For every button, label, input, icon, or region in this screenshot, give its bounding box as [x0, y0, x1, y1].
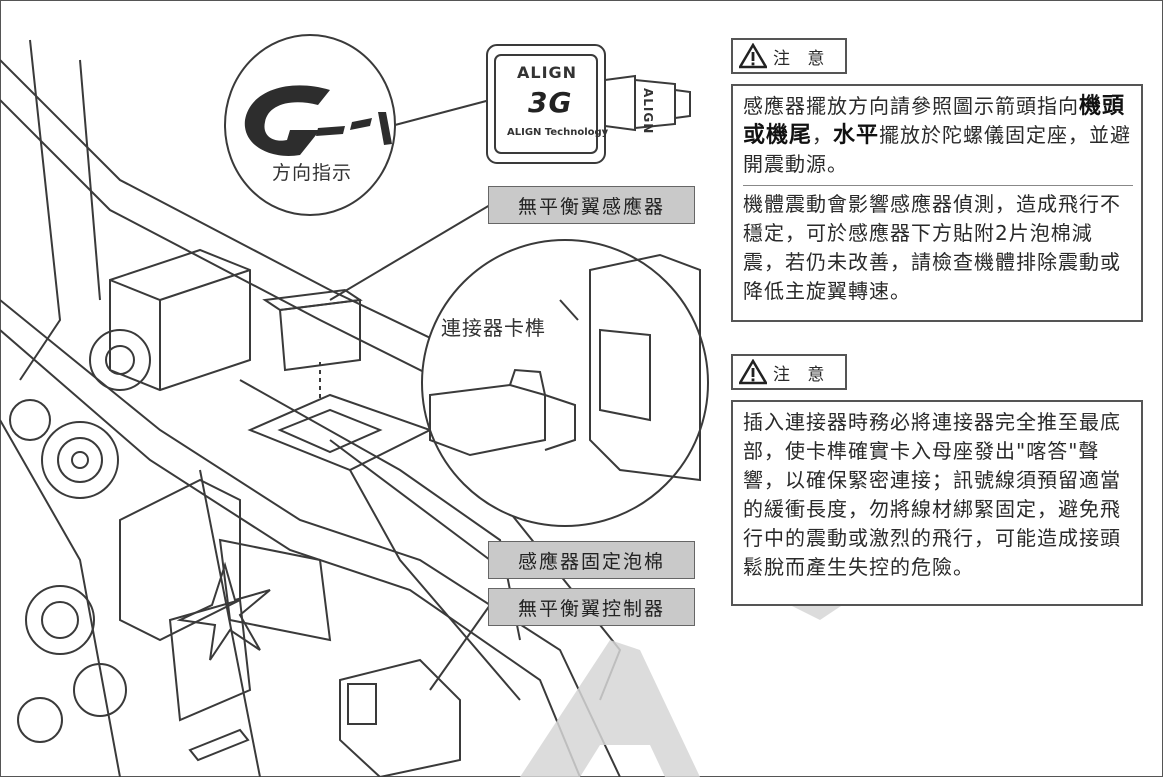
notice1-para1-text-b: ， [812, 123, 834, 147]
module-model: 3G [528, 86, 573, 119]
sensor-foam-label: 感應器固定泡棉 [488, 541, 695, 579]
notice1-header: 注 意 [731, 38, 847, 74]
warning-icon [739, 359, 767, 385]
notice1-title: 注 意 [773, 48, 831, 69]
notice1-para2: 機體震動會影響感應器偵測，造成飛行不穩定，可於感應器下方貼附2片泡棉減震，若仍未… [743, 192, 1121, 303]
notice2-title: 注 意 [773, 364, 831, 385]
notice2-header: 注 意 [731, 354, 847, 390]
notice1-para1-text-a: 感應器擺放方向請參照圖示箭頭指向 [743, 94, 1079, 118]
notice1-emphasis-head-tail: 機頭或機尾 [743, 94, 1126, 148]
sensor-label: 無平衡翼感應器 [488, 186, 695, 224]
module-brand: ALIGN [517, 63, 578, 82]
plug-brand: ALIGN [641, 88, 655, 135]
notice1-divider [743, 185, 1133, 186]
module-maker: ALIGN Technology [507, 127, 609, 138]
notice1-emphasis-level: 水平 [833, 123, 880, 148]
direction-caption: 方向指示 [272, 162, 353, 184]
controller-label: 無平衡翼控制器 [488, 588, 695, 626]
notice1-para1-text-c: 擺放於陀螺儀固定座，並避開震動源。 [743, 123, 1132, 176]
connector-latch-label: 連接器卡榫 [441, 316, 546, 340]
notice1-box: 感應器擺放方向請參照圖示箭頭指向機頭或機尾，水平擺放於陀螺儀固定座，並避開震動源… [731, 84, 1143, 322]
notice2-box: 插入連接器時務必將連接器完全推至最底部，使卡榫確實卡入母座發出"喀答"聲響，以確… [731, 400, 1143, 606]
notice2-body: 插入連接器時務必將連接器完全推至最底部，使卡榫確實卡入母座發出"喀答"聲響，以確… [743, 410, 1121, 579]
warning-icon [739, 43, 767, 69]
notice1-para1: 感應器擺放方向請參照圖示箭頭指向機頭或機尾，水平擺放於陀螺儀固定座，並避開震動源… [743, 92, 1133, 179]
